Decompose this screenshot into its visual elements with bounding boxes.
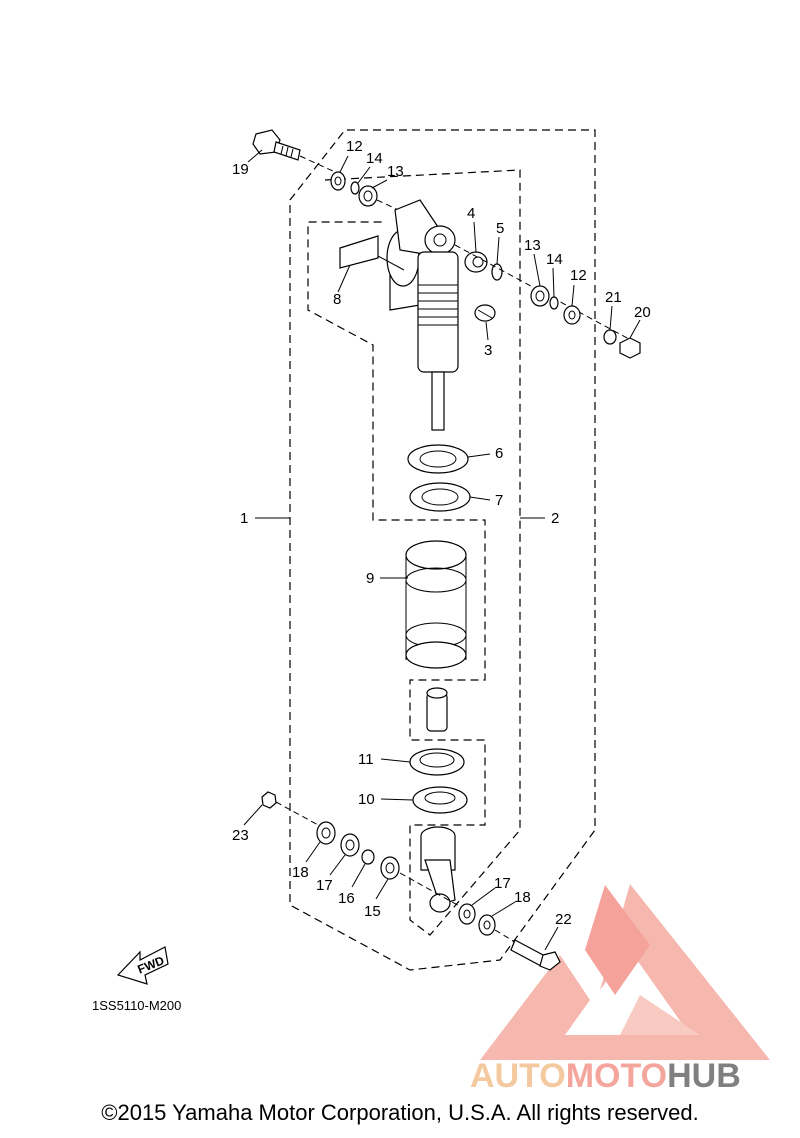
shock-threads [418,284,458,326]
callout-7: 7 [495,492,503,509]
assembly-outlines [289,129,596,971]
callout-2: 2 [551,510,559,527]
lower-clevis [420,826,456,913]
callout-6: 6 [495,445,503,462]
callout-12-upper-left: 12 [346,138,363,155]
watermark-logo [480,884,770,1060]
callout-21: 21 [605,289,622,306]
callout-14-upper-left: 14 [366,150,383,167]
callout-leaders [243,149,641,951]
watermark-text: AUTOMOTOHUB [470,1057,741,1095]
callout-23: 23 [232,827,249,844]
callout-16: 16 [338,890,355,907]
watermark-auto: AUTO [470,1057,566,1095]
callout-1: 1 [240,510,248,527]
callout-5: 5 [496,220,504,237]
bump-rubber [426,687,448,732]
part-9-spring [405,540,467,669]
part-19-bolt [252,129,336,173]
parts-6-7-nuts [407,444,471,512]
callout-12-upper-right: 12 [570,267,587,284]
upper-left-bushings [330,171,421,221]
copyright-notice: ©2015 Yamaha Motor Corporation, U.S.A. A… [101,1100,699,1125]
callout-19: 19 [232,161,249,178]
callout-13-upper-right: 13 [524,237,541,254]
callout-14-upper-right: 14 [546,251,563,268]
callout-11: 11 [358,751,374,768]
callout-4: 4 [467,205,475,222]
callout-3: 3 [484,342,492,359]
callout-18-left: 18 [292,864,309,881]
callout-18-right: 18 [514,889,531,906]
lower-right-parts [458,903,561,971]
part-2-shock-body [339,199,459,431]
watermark-moto: MOTO [566,1057,667,1095]
callout-17-right: 17 [494,875,511,892]
callout-labels: 1 2 3 4 5 6 7 8 9 10 11 12 12 13 13 14 1… [232,138,651,928]
parts-10-11-seats [409,748,468,814]
callout-20: 20 [634,304,651,321]
diagram-code: 1SS5110-M200 [92,998,181,1013]
lower-left-parts [261,791,471,913]
callout-17-left: 17 [316,877,333,894]
upper-right-bushings [530,285,641,359]
watermark-hub: HUB [667,1057,741,1095]
callout-8: 8 [333,291,341,308]
callout-15: 15 [364,903,381,920]
callout-9: 9 [366,570,374,587]
callout-10: 10 [358,791,375,808]
callout-13-upper-left: 13 [387,163,404,180]
callout-22: 22 [555,911,572,928]
fwd-arrow-icon: FWD [116,946,169,985]
